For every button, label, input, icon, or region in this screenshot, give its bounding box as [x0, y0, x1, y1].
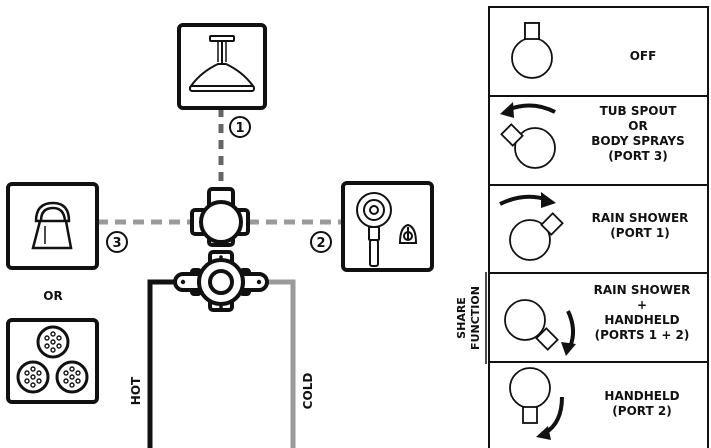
share-function-label-line1: SHARE — [455, 297, 468, 339]
port-number-2: 2 — [316, 236, 325, 251]
arrow-head — [500, 102, 514, 118]
rain-shower-icon — [189, 35, 255, 92]
function-text-tub-spout-2: OR — [628, 119, 647, 133]
function-text-rain-shower-2: (PORT 1) — [610, 226, 669, 240]
body-spray-icon — [16, 325, 89, 394]
handle-handheld-icon — [509, 367, 551, 424]
function-text-combo-4: (PORTS 1 + 2) — [595, 328, 690, 342]
function-row-rain-shower: RAIN SHOWER (PORT 1) — [499, 192, 689, 261]
function-text-combo-1: RAIN SHOWER — [594, 283, 691, 297]
body-sprays-box — [6, 318, 99, 404]
handle-rain-shower-icon — [509, 212, 564, 261]
or-label: OR — [43, 289, 62, 303]
function-text-tub-spout-4: (PORT 3) — [608, 149, 667, 163]
body-spray-nozzles — [24, 331, 81, 388]
handle-off-icon — [511, 22, 553, 79]
cold-line — [248, 279, 296, 448]
function-row-rain-plus-handheld: RAIN SHOWER + HANDHELD (PORTS 1 + 2) — [504, 283, 691, 356]
handle-tub-spout-icon — [500, 123, 556, 169]
function-row-off: OFF — [511, 22, 657, 79]
function-text-rain-shower-1: RAIN SHOWER — [592, 211, 689, 225]
share-function-label-line2: FUNCTION — [469, 286, 482, 350]
port-number-1: 1 — [235, 121, 244, 136]
tub-spout-icon — [31, 201, 73, 250]
function-text-handheld-2: (PORT 2) — [612, 404, 671, 418]
arrow-head — [561, 342, 576, 356]
valve-handle-dots — [180, 255, 262, 309]
function-row-tub-spout: TUB SPOUT OR BODY SPRAYS (PORT 3) — [500, 102, 685, 169]
function-text-handheld-1: HANDHELD — [604, 389, 679, 403]
function-text-tub-spout-1: TUB SPOUT — [600, 104, 678, 118]
arrow-head — [541, 192, 556, 208]
handheld-shower-icon — [356, 192, 418, 267]
rain-shower-box — [177, 23, 267, 110]
function-text-combo-3: HANDHELD — [604, 313, 679, 327]
port-number-3: 3 — [112, 236, 121, 251]
port-badge-1: 1 — [229, 116, 251, 138]
port-badge-3: 3 — [106, 231, 128, 253]
hot-label: HOT — [129, 376, 143, 405]
valve-body — [173, 187, 269, 312]
hot-line — [147, 279, 195, 448]
handle-combo-icon — [504, 299, 559, 351]
cold-label: COLD — [301, 373, 315, 410]
function-text-off: OFF — [630, 49, 657, 63]
tub-spout-box — [6, 182, 99, 270]
handheld-box — [341, 181, 434, 272]
port-badge-2: 2 — [310, 231, 332, 253]
function-text-combo-2: + — [637, 298, 647, 312]
function-text-tub-spout-3: BODY SPRAYS — [591, 134, 684, 148]
function-row-handheld: HANDHELD (PORT 2) — [509, 367, 680, 440]
arrow-head — [536, 426, 551, 440]
